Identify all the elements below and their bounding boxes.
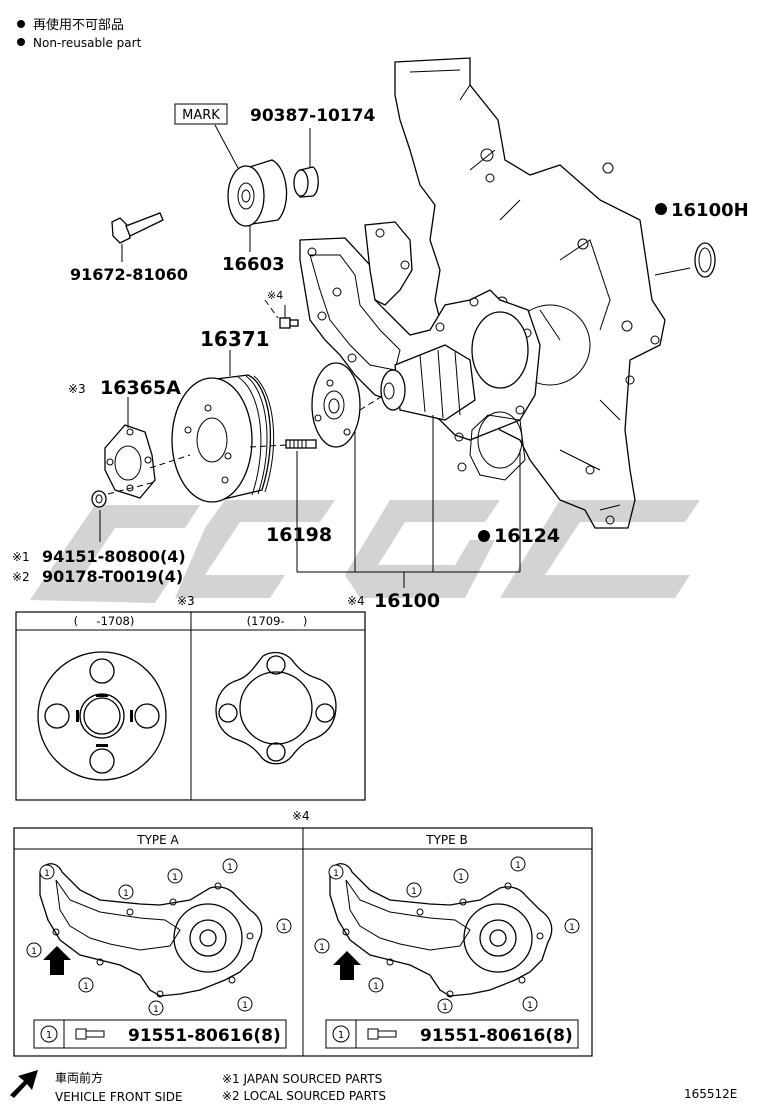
direction-jp: 車両前方 xyxy=(55,1070,103,1085)
part-16365a: 16365A xyxy=(100,377,181,399)
ref-mark-3: ※3 xyxy=(68,382,86,396)
type-b-header: TYPE B xyxy=(425,833,468,847)
variant-col-left: ( -1708) xyxy=(74,614,135,628)
part-16198: 16198 xyxy=(266,524,332,546)
svg-text:1: 1 xyxy=(123,889,129,899)
part-94151: 94151-80800(4) xyxy=(42,547,186,566)
nut-94151 xyxy=(91,490,107,508)
flange-16365a xyxy=(104,424,156,499)
type-table xyxy=(13,827,593,1057)
collar-90387 xyxy=(293,166,319,198)
type-a-bolt-legend xyxy=(33,1019,287,1049)
svg-text:1: 1 xyxy=(172,873,178,883)
type-b-bolt-legend xyxy=(325,1019,579,1049)
o-ring-16100h xyxy=(694,242,716,278)
part-16100: 16100 xyxy=(374,590,440,612)
svg-text:1: 1 xyxy=(153,1005,159,1015)
ref-mark-4: ※4 xyxy=(292,809,310,823)
ref-mark-2: ※2 xyxy=(12,570,30,584)
note-local-sourced: ※2 LOCAL SOURCED PARTS xyxy=(222,1089,386,1103)
bolt-91672 xyxy=(111,212,164,244)
svg-text:1: 1 xyxy=(83,982,89,992)
type-a-bolt-part: 91551-80616(8) xyxy=(128,1026,281,1046)
type-b-bolt-index: 1 xyxy=(338,1030,344,1041)
mark-box xyxy=(174,103,228,125)
stud-16198 xyxy=(285,439,317,449)
flange-variant-new xyxy=(215,651,337,765)
part-90387: 90387-10174 xyxy=(250,106,376,126)
variant-col-right: (1709- ) xyxy=(247,614,308,628)
svg-text:1: 1 xyxy=(227,863,233,873)
type-b-callouts: 1 1 1 1 1 1 1 1 1 xyxy=(314,856,580,1014)
svg-text:1: 1 xyxy=(569,923,575,933)
type-a-pump-drawing xyxy=(39,863,263,998)
svg-text:1: 1 xyxy=(411,887,417,897)
type-a-callouts: 1 1 1 1 1 1 1 1 1 xyxy=(26,858,292,1016)
timing-chain-cover xyxy=(394,57,666,529)
non-reusable-bullet-icon xyxy=(478,530,490,542)
legend-jp: 再使用不可部品 xyxy=(33,17,124,33)
ref-mark-1: ※1 xyxy=(12,550,30,564)
mark-label: MARK xyxy=(182,108,220,123)
part-16371: 16371 xyxy=(200,327,270,351)
note-japan-sourced: ※1 JAPAN SOURCED PARTS xyxy=(222,1072,382,1086)
svg-text:1: 1 xyxy=(527,1001,533,1011)
svg-text:1: 1 xyxy=(319,943,325,953)
svg-text:1: 1 xyxy=(281,923,287,933)
svg-text:1: 1 xyxy=(333,869,339,879)
part-16603: 16603 xyxy=(222,254,285,275)
direction-en: VEHICLE FRONT SIDE xyxy=(55,1090,183,1104)
type-a-header: TYPE A xyxy=(136,833,179,847)
pump-flange xyxy=(311,362,361,448)
gasket-16124 xyxy=(469,414,526,481)
svg-text:1: 1 xyxy=(242,1001,248,1011)
part-16100h: 16100H xyxy=(671,200,749,221)
bullet-icon xyxy=(17,38,25,46)
part-90178: 90178-T0019(4) xyxy=(42,567,183,586)
bullet-icon xyxy=(17,20,25,28)
ref-mark-4: ※4 xyxy=(267,289,283,302)
flange-variant-old xyxy=(37,651,167,781)
svg-text:1: 1 xyxy=(44,869,50,879)
ref-mark-3: ※3 xyxy=(177,594,195,608)
watermark-logo xyxy=(30,500,700,603)
variant-table xyxy=(15,611,366,801)
ref-mark-4: ※4 xyxy=(347,594,365,608)
front-arrow-icon xyxy=(10,1070,38,1098)
figure-id: 165512E xyxy=(684,1087,737,1101)
part-91672: 91672-81060 xyxy=(70,265,188,284)
non-reusable-bullet-icon xyxy=(655,203,667,215)
water-pump-body xyxy=(299,221,541,469)
svg-text:1: 1 xyxy=(515,861,521,871)
svg-text:1: 1 xyxy=(373,982,379,992)
leader-lines xyxy=(99,124,521,588)
pulley-16371 xyxy=(171,374,275,503)
legend-en: Non-reusable part xyxy=(33,36,142,50)
bolt-small xyxy=(279,317,299,329)
type-b-bolt-part: 91551-80616(8) xyxy=(420,1026,573,1046)
type-b-pump-drawing xyxy=(329,863,553,998)
svg-text:1: 1 xyxy=(458,873,464,883)
type-a-bolt-index: 1 xyxy=(46,1030,52,1041)
svg-text:1: 1 xyxy=(442,1003,448,1013)
part-16124: 16124 xyxy=(494,525,560,547)
idler-pulley-16603 xyxy=(227,159,288,227)
svg-text:1: 1 xyxy=(31,947,37,957)
